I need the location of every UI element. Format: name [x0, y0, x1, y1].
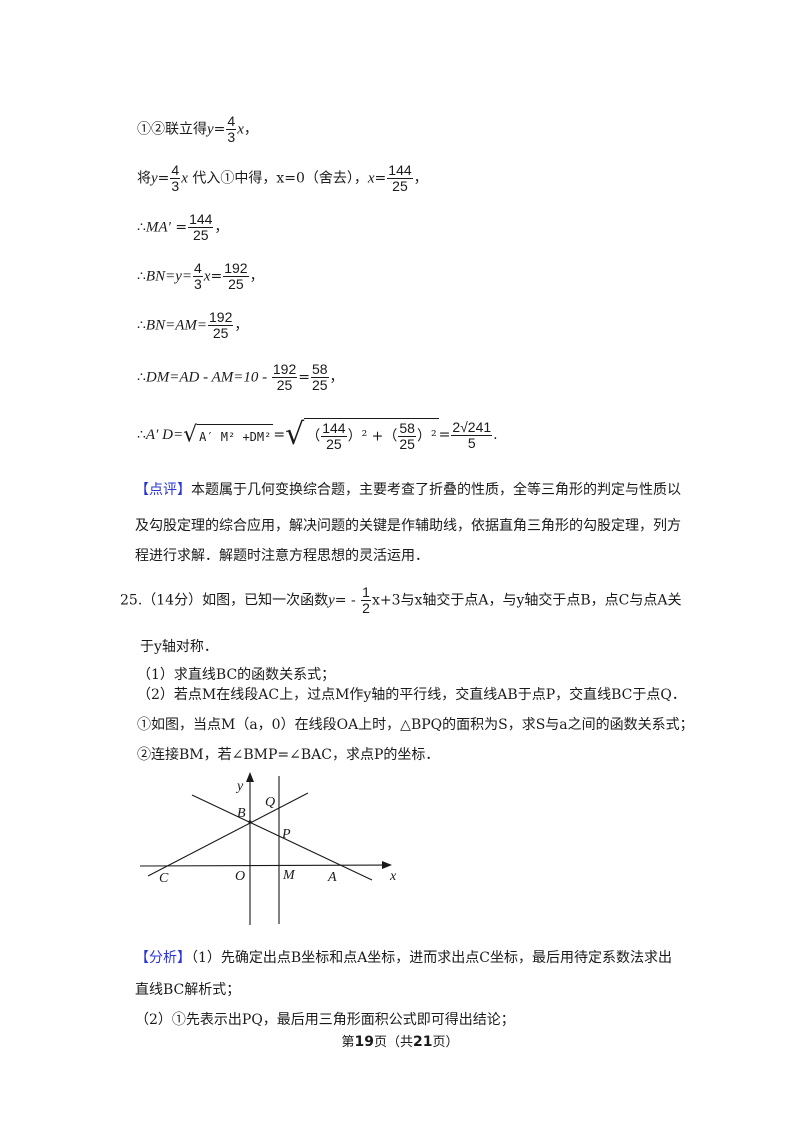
review-line-1: 【点评】本题属于几何变换综合题，主要考查了折叠的性质，全等三角形的判定与性质以: [135, 482, 681, 498]
y-axis-arrow-icon: [246, 772, 254, 782]
label-Q: Q: [265, 795, 275, 810]
question-25-part-2-2: ②连接BM，若∠BMP=∠BAC，求点P的坐标．: [137, 747, 440, 763]
label-B: B: [237, 806, 246, 821]
analysis-line-3: （2）①先表示出PQ，最后用三角形面积公式即可得出结论；: [135, 1012, 515, 1028]
sqrt-expression: √A′ M² +DM²: [183, 422, 274, 447]
x-axis: [139, 864, 387, 867]
question-score: （14分）: [142, 592, 203, 609]
question-number: 25.: [120, 592, 143, 609]
label-C: C: [159, 871, 169, 886]
current-page: 19: [354, 1034, 374, 1050]
question-25-part-2-1: ①如图，当点M（a，0）在线段OA上时，△BPQ的面积为S，求S与a之间的函数关…: [137, 717, 694, 733]
x-axis-arrow-icon: [382, 861, 392, 869]
step-prefix: ①②联立得: [137, 121, 207, 138]
line-AB: [191, 794, 373, 881]
label-P: P: [281, 827, 291, 842]
analysis-line-2: 直线BC解析式；: [135, 982, 241, 998]
question-25-part-2: （2）若点M在线段AC上，过点M作y轴的平行线，交直线AB于点P，交直线BC于点…: [137, 687, 686, 703]
analysis-tag: 【分析】: [135, 950, 191, 966]
total-pages: 21: [413, 1034, 433, 1050]
review-line-2: 及勾股定理的综合应用，解决问题的关键是作辅助线，依据直角三角形的勾股定理，列方: [135, 518, 681, 534]
question-25-part-1: （1）求直线BC的函数关系式；: [137, 667, 336, 683]
label-x: x: [389, 869, 397, 884]
analysis-line-1: 【分析】（1）先确定出点B坐标和点A坐标，进而求出点C坐标，最后用待定系数法求出: [135, 950, 673, 966]
review-line-3: 程进行求解．解题时注意方程思想的灵活运用．: [135, 548, 429, 564]
label-A: A: [327, 870, 337, 885]
label-M: M: [282, 868, 296, 883]
label-O: O: [235, 869, 245, 884]
question-25-line-2: 于y轴对称．: [140, 639, 218, 655]
point-B: [248, 820, 252, 824]
review-tag: 【点评】: [135, 482, 191, 498]
page-footer: 第19页（共21页）: [341, 1034, 459, 1050]
label-y: y: [235, 779, 244, 794]
line-BC: [147, 792, 309, 877]
